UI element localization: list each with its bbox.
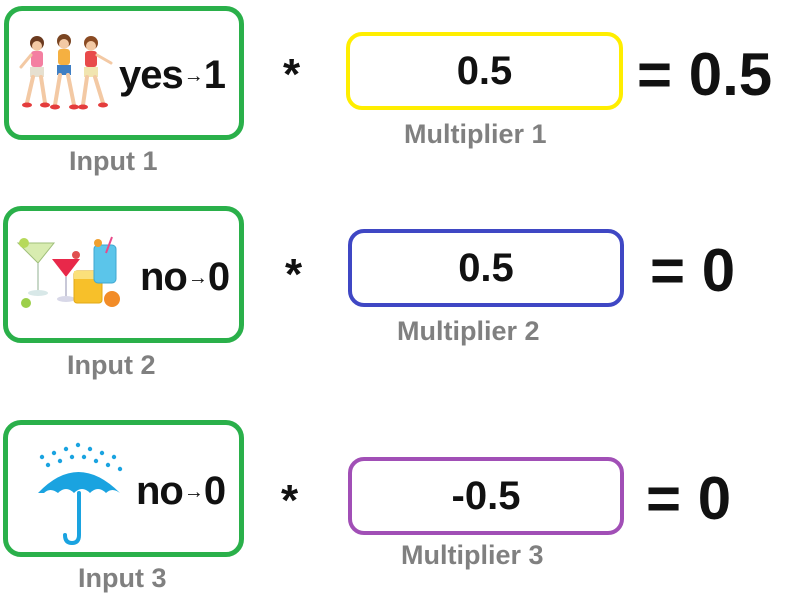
result-1: = 0.5 — [637, 41, 773, 108]
input-label-2: Input 2 — [67, 350, 156, 380]
red-cocktail-glass — [52, 251, 80, 302]
multiply-operator-2: * — [285, 250, 303, 299]
girl-3 — [78, 36, 113, 110]
input-label-3: Input 3 — [78, 563, 167, 593]
dancing-girls-icon — [19, 34, 113, 110]
answer-text: no — [140, 255, 188, 299]
orange-slice — [104, 291, 120, 307]
cocktails-icon — [16, 236, 120, 308]
umbrella-handle — [63, 491, 81, 546]
girl-2 — [50, 34, 79, 110]
arrow-icon: → — [183, 65, 204, 87]
girl-1 — [19, 36, 50, 108]
multiplier-value-3: -0.5 — [451, 473, 521, 518]
input-encoding-1: yes→1 — [119, 53, 226, 98]
result-2: = 0 — [650, 237, 736, 304]
umbrella-rain-icon — [38, 442, 123, 546]
input-label-1: Input 1 — [69, 146, 158, 176]
lime-slice — [21, 298, 31, 308]
multiplier-box-3: -0.5 — [348, 457, 624, 535]
multiplier-value-1: 0.5 — [456, 48, 513, 93]
umbrella-canopy — [38, 472, 120, 493]
arrow-icon: → — [183, 481, 204, 503]
margarita-glass — [16, 238, 56, 296]
multiplier-value-2: 0.5 — [458, 245, 514, 290]
multiplier-label-1: Multiplier 1 — [404, 119, 547, 149]
multiplier-box-2: 0.5 — [348, 229, 624, 307]
multiplier-box-1: 0.5 — [346, 32, 623, 110]
encoded-value: 0 — [203, 469, 226, 513]
input-box-3: no→0 — [3, 420, 244, 557]
answer-text: no — [136, 469, 184, 513]
input-box-2: no→0 — [3, 206, 244, 343]
multiplier-label-3: Multiplier 3 — [401, 540, 544, 570]
input-encoding-2: no→0 — [140, 255, 230, 300]
encoded-value: 1 — [203, 53, 226, 97]
multiplier-label-2: Multiplier 2 — [397, 316, 540, 346]
rain-drops — [39, 442, 123, 472]
blue-glass — [93, 236, 117, 284]
multiply-operator-3: * — [281, 476, 299, 525]
row-2: no→0 Input 2 * 0.5 Multiplier 2 = 0 — [0, 200, 812, 390]
answer-text: yes — [119, 53, 184, 97]
input-encoding-3: no→0 — [136, 469, 226, 514]
row-3: no→0 Input 3 * -0.5 Multiplier 3 = 0 — [0, 410, 812, 600]
arrow-icon: → — [187, 267, 208, 289]
input-box-1: yes→1 — [4, 6, 244, 140]
encoded-value: 0 — [207, 255, 230, 299]
result-3: = 0 — [646, 465, 732, 532]
row-1: yes→1 Input 1 * 0.5 Multiplier 1 = 0.5 — [0, 0, 812, 190]
multiply-operator-1: * — [283, 50, 301, 99]
